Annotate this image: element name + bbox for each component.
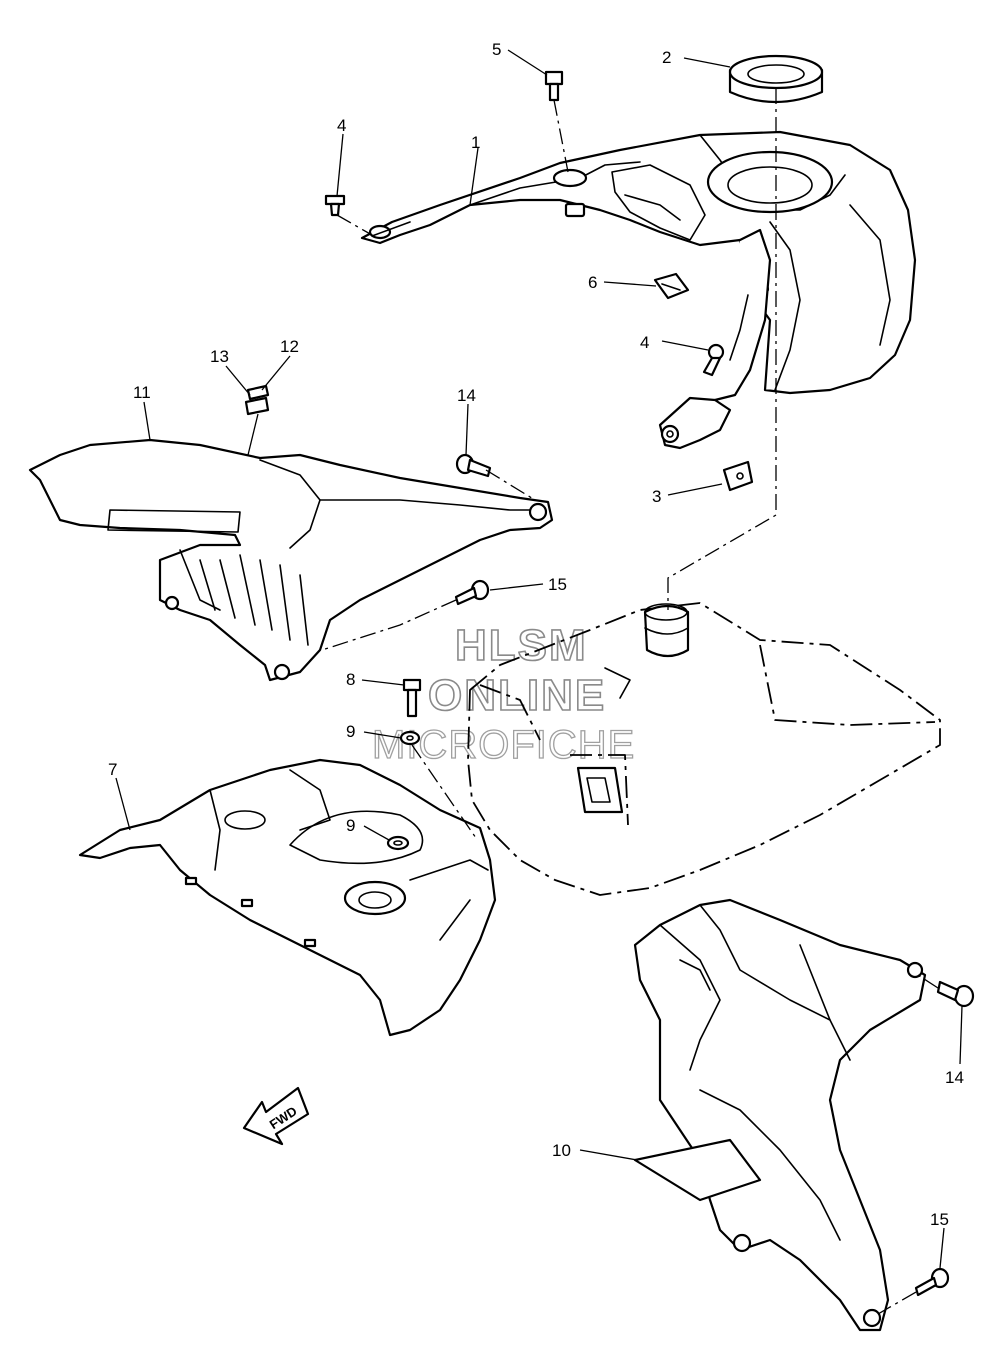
part-9-washer-upper: [399, 730, 421, 746]
callout-6: 6: [588, 273, 597, 292]
part-6-nut: [653, 272, 690, 300]
callout-3: 3: [652, 487, 661, 506]
callout-2: 2: [662, 48, 671, 67]
callout-9-upper: 9: [346, 722, 355, 741]
part-4-screw-upper: [324, 194, 346, 217]
callout-15-upper: 15: [548, 575, 567, 594]
part-14-screw-lower: [936, 980, 975, 1008]
part-1-tank-cover: [360, 130, 917, 402]
part-15-screw-upper: [454, 579, 490, 606]
callout-10: 10: [552, 1141, 571, 1160]
assembly-lines: [321, 88, 939, 1315]
callout-9-lower: 9: [346, 816, 355, 835]
fuel-tank-outline: [467, 602, 941, 896]
part-5-bolt: [544, 70, 564, 102]
callout-4-lower: 4: [640, 333, 649, 352]
watermark-line-3: MICROFICHE: [372, 723, 635, 767]
watermark-line-1: HLSM: [455, 621, 588, 670]
forward-arrow: FWD: [242, 1086, 310, 1146]
callout-4-upper: 4: [337, 116, 346, 135]
leader-lines: [115, 49, 963, 1269]
part-10-side-cover: [633, 898, 927, 1332]
part-9-washer-lower: [386, 835, 410, 851]
callout-8: 8: [346, 670, 355, 689]
callout-14-lower: 14: [945, 1068, 964, 1087]
callout-labels: 1 2 3 4 4 5 6 7 8 9 9 10 11 12 13 14 14 …: [108, 40, 964, 1229]
part-11-air-scoop: [28, 438, 554, 682]
part-14-screw-upper: [455, 453, 492, 478]
callout-1: 1: [471, 133, 480, 152]
part-4-screw-lower: [702, 343, 725, 377]
callout-11: 11: [133, 383, 151, 402]
callout-5: 5: [492, 40, 501, 59]
part-15-screw-lower: [914, 1267, 950, 1297]
callout-14-upper: 14: [457, 386, 476, 405]
watermark-line-2: ONLINE: [428, 671, 606, 720]
callout-12: 12: [280, 337, 299, 356]
part-3-clip: [658, 396, 754, 492]
callout-7: 7: [108, 760, 117, 779]
watermark: HLSM ONLINE MICROFICHE: [371, 620, 635, 767]
callout-13: 13: [210, 347, 229, 366]
part-12-13-pads: [244, 384, 270, 416]
callout-15-lower: 15: [930, 1210, 949, 1229]
part-8-bolt: [402, 678, 422, 718]
part-7-side-panel: [78, 758, 497, 1037]
